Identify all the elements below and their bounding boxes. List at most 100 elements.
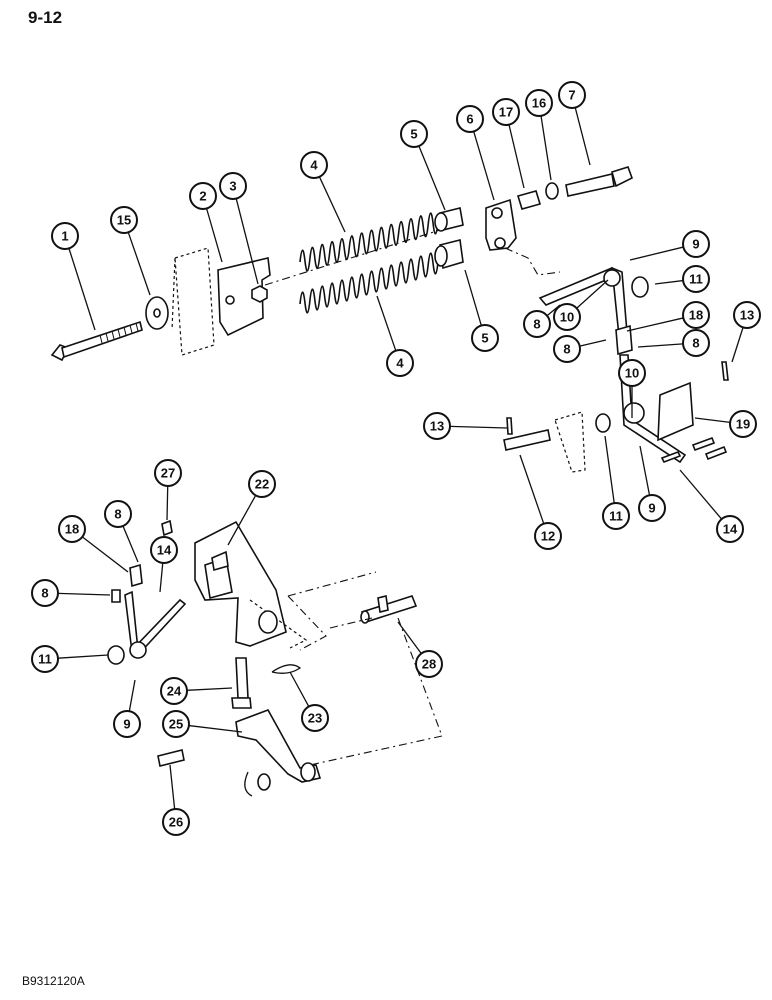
callout-circle <box>733 301 761 329</box>
callout-label: 3 <box>229 179 236 194</box>
part-bolt-24 <box>231 657 252 709</box>
callout-circle <box>729 410 757 438</box>
part-spring-4-lower <box>299 252 439 314</box>
callout-28: 28 <box>415 650 443 678</box>
callout-circle <box>162 808 190 836</box>
leader-line <box>637 343 684 348</box>
part-block-18 <box>615 324 633 356</box>
callout-circle <box>423 412 451 440</box>
callout-circle <box>301 704 329 732</box>
part-bushing-plate <box>258 610 278 634</box>
callout-label: 8 <box>563 342 570 357</box>
callout-circle <box>189 182 217 210</box>
callout-circle <box>492 98 520 126</box>
callout-label: 2 <box>199 189 206 204</box>
callout-label: 26 <box>169 815 183 830</box>
callout-11: 11 <box>602 502 630 530</box>
leader-line <box>376 295 397 351</box>
leader-line <box>127 232 151 296</box>
part-bolt-1 <box>50 320 143 362</box>
callout-circle <box>682 230 710 258</box>
part-bushing-5-upper <box>434 207 464 232</box>
callout-circle <box>716 515 744 543</box>
leader-line <box>639 445 651 496</box>
leader-line <box>473 131 495 201</box>
leader-line <box>418 145 446 211</box>
part-sleeve-17 <box>516 190 542 210</box>
leader-line <box>604 435 615 504</box>
callout-label: 27 <box>161 466 175 481</box>
leader-line <box>626 317 684 332</box>
callout-label: 6 <box>466 112 473 127</box>
part-pin-13-right <box>721 361 729 381</box>
part-bolt-7 <box>565 166 633 197</box>
part-spring-4-upper <box>299 212 439 272</box>
callout-label: 9 <box>692 237 699 252</box>
leader-line <box>318 176 346 233</box>
callout-label: 18 <box>65 522 79 537</box>
leader-line <box>166 485 169 521</box>
leader-line <box>579 339 607 347</box>
callout-label: 10 <box>625 366 639 381</box>
callout-3: 3 <box>219 172 247 200</box>
leader-line <box>169 764 176 810</box>
callout-label: 5 <box>410 127 417 142</box>
callout-circle <box>386 349 414 377</box>
callout-15: 15 <box>110 206 138 234</box>
callout-label: 8 <box>114 507 121 522</box>
callout-19: 19 <box>729 410 757 438</box>
leader-line <box>464 269 482 326</box>
page-number: 9-12 <box>28 8 63 27</box>
callout-label: 9 <box>648 501 655 516</box>
part-washer-bottom <box>257 773 271 791</box>
callout-5: 5 <box>400 120 428 148</box>
callout-24: 24 <box>160 677 188 705</box>
callout-23: 23 <box>301 704 329 732</box>
callout-label: 4 <box>396 356 404 371</box>
leader-line <box>574 107 591 166</box>
callout-label: 15 <box>117 213 131 228</box>
callout-17: 17 <box>492 98 520 126</box>
callout-circle <box>553 335 581 363</box>
part-links-14 <box>660 436 728 464</box>
callout-circle <box>523 310 551 338</box>
callout-18: 18 <box>58 515 86 543</box>
callout-circle <box>104 500 132 528</box>
callout-label: 14 <box>157 543 172 558</box>
callout-label: 8 <box>692 336 699 351</box>
frame-reference <box>171 247 215 356</box>
callout-circle <box>58 515 86 543</box>
callout-circle <box>602 502 630 530</box>
callout-label: 24 <box>167 684 182 699</box>
callout-circle <box>400 120 428 148</box>
callout-circle <box>300 151 328 179</box>
callout-circle <box>618 359 646 387</box>
callout-label: 11 <box>609 509 623 524</box>
callout-label: 13 <box>430 419 444 434</box>
leader-line <box>654 279 684 285</box>
callout-label: 18 <box>689 308 703 323</box>
callout-11: 11 <box>682 265 710 293</box>
callout-label: 10 <box>560 310 574 325</box>
part-shaft-28 <box>360 595 418 624</box>
callout-circle <box>110 206 138 234</box>
callout-circle <box>682 301 710 329</box>
part-pin-26 <box>157 749 185 767</box>
part-lever-25 <box>235 709 322 783</box>
leader-line <box>188 724 243 733</box>
part-clip-23 <box>271 664 302 674</box>
callout-8: 8 <box>31 579 59 607</box>
plate-reference <box>249 599 308 649</box>
callout-label: 13 <box>740 308 754 323</box>
part-pin-8-lower <box>111 589 121 603</box>
part-sprocket-10-upper <box>603 269 621 287</box>
callout-26: 26 <box>162 808 190 836</box>
callout-circle <box>558 81 586 109</box>
leader-line <box>235 198 259 285</box>
callout-4: 4 <box>386 349 414 377</box>
callout-9: 9 <box>113 710 141 738</box>
callout-circle <box>248 470 276 498</box>
callout-8: 8 <box>104 500 132 528</box>
leader-line <box>397 621 422 654</box>
